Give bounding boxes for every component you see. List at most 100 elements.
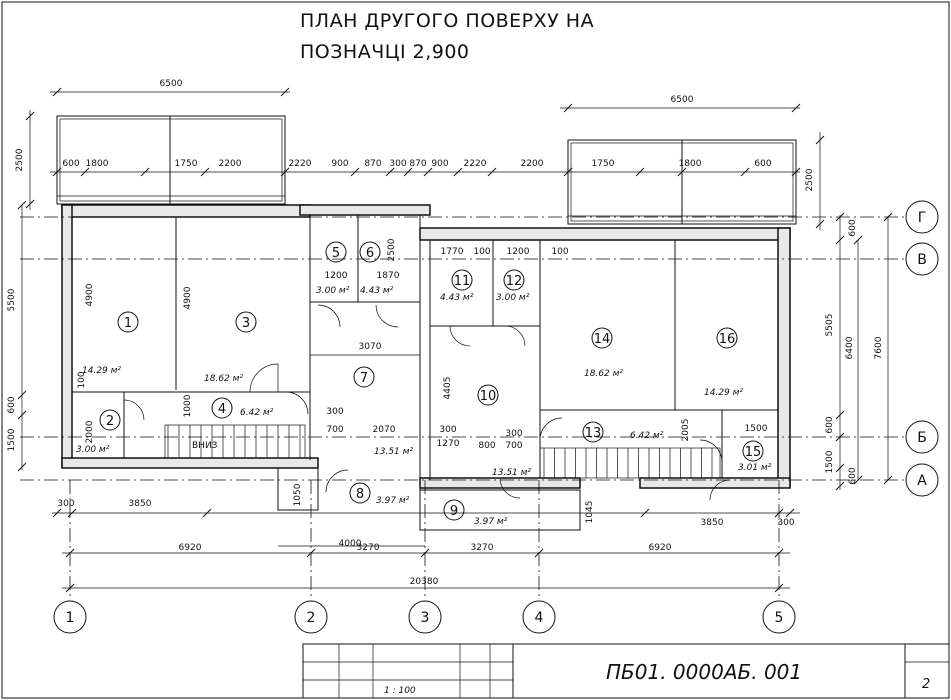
dim-inner-25: 1045: [585, 501, 595, 524]
dim-right-6400: 6400: [845, 336, 855, 359]
room-1-area: 14.29 м²: [82, 366, 121, 376]
room-1-marker: [117, 311, 139, 333]
room-16-area: 14.29 м²: [704, 388, 743, 398]
room-12-number: 12: [506, 274, 523, 289]
dim-inner-8: 100: [551, 247, 568, 257]
dim-bottom-6920-right: 6920: [649, 543, 672, 553]
room-15-marker: [742, 440, 764, 462]
balcony-right: [567, 139, 797, 225]
room-2-marker: [99, 409, 121, 431]
dim-top-left-balcony: 6500: [160, 79, 183, 89]
axis-label-3: 3: [421, 610, 430, 626]
dim-top-chain-9: 900: [431, 159, 448, 169]
dim-inner-5: 1770: [441, 247, 464, 257]
room-10-marker: [477, 384, 499, 406]
room-6-area: 4.43 м²: [360, 286, 394, 296]
title-line-1: ПЛАН ДРУГОГО ПОВЕРХУ НА: [300, 10, 594, 32]
doors: [123, 304, 731, 501]
dim-inner-19: 800: [478, 441, 495, 451]
dim-top-chain-3: 2200: [219, 159, 242, 169]
axis-bubble-А: [905, 463, 939, 497]
room-10-area: 13.51 м²: [492, 468, 531, 478]
stamp-sheet: 2: [922, 677, 930, 692]
dim-inner-0: 4900: [85, 283, 95, 306]
axis-label-4: 4: [535, 610, 544, 626]
dim-bottom-3270-left: 3270: [357, 543, 380, 553]
dim-right-600c: 600: [848, 467, 858, 484]
room-13-number: 13: [585, 426, 602, 441]
dim-bottom-300-left: 300: [57, 499, 74, 509]
dim-right-1500: 1500: [825, 450, 835, 473]
room-8-number: 8: [356, 487, 364, 502]
title-block: ПБ01. 0000АБ. 001 1 : 100 2: [302, 643, 950, 699]
interior-walls: [72, 215, 778, 531]
room-4-area: 6.42 м²: [240, 408, 274, 418]
dim-inner-22: 2005: [681, 419, 691, 442]
room-16-number: 16: [719, 332, 736, 347]
dim-inner-1: 4900: [183, 286, 193, 309]
dim-inner-20: 300: [505, 429, 522, 439]
room-9-marker: [443, 499, 465, 521]
outer-walls: [61, 204, 791, 489]
room-12-marker: [503, 269, 525, 291]
axis-label-1: 1: [66, 610, 75, 626]
dim-inner-6: 100: [473, 247, 490, 257]
room-14-marker: [591, 327, 613, 349]
room-7-area: 13.51 м²: [374, 447, 413, 457]
dim-bottom-6920-left: 6920: [179, 543, 202, 553]
axis-label-В: В: [917, 252, 927, 268]
room-7-marker: [353, 366, 375, 388]
stamp-code: ПБ01. 0000АБ. 001: [606, 660, 802, 684]
room-4-marker: [211, 397, 233, 419]
room-8-area: 3.97 м²: [376, 496, 410, 506]
dim-top-chain-7: 300: [389, 159, 406, 169]
dim-bottom-3270-right: 3270: [471, 543, 494, 553]
room-13-marker: [582, 421, 604, 443]
dim-inner-12: 100: [77, 371, 87, 388]
dim-top-chain-4: 2220: [289, 159, 312, 169]
dim-inner-2: 1200: [325, 271, 348, 281]
stamp-scale: 1 : 100: [384, 686, 416, 696]
room-14-number: 14: [594, 332, 611, 347]
axis-bubble-В: [905, 242, 939, 276]
axis-bubble-3: [408, 600, 442, 634]
dim-inner-17: 300: [439, 425, 456, 435]
dim-left-600: 600: [7, 396, 17, 413]
dim-inner-13: 2000: [85, 420, 95, 443]
room-4-number: 4: [218, 402, 226, 417]
dim-inner-18: 1270: [437, 439, 460, 449]
dim-inner-15: 700: [326, 425, 343, 435]
dim-top-chain-1: 1800: [86, 159, 109, 169]
room-6-number: 6: [366, 246, 374, 261]
room-2-number: 2: [106, 414, 114, 429]
dim-inner-7: 1200: [507, 247, 530, 257]
stair-left: [164, 424, 306, 459]
dim-inner-11: 1000: [183, 394, 193, 417]
dim-inner-21: 700: [505, 441, 522, 451]
room-5-number: 5: [332, 246, 340, 261]
room-3-area: 18.62 м²: [204, 374, 243, 384]
dim-top-chain-0: 600: [62, 159, 79, 169]
dim-right-5505: 5505: [825, 314, 835, 337]
dim-inner-16: 2070: [373, 425, 396, 435]
dim-right-600a: 600: [848, 219, 858, 236]
room-10-number: 10: [480, 389, 497, 404]
room-3-marker: [235, 311, 257, 333]
dim-top-chain-10: 2220: [464, 159, 487, 169]
axis-label-Б: Б: [917, 430, 927, 446]
axis-label-А: А: [917, 473, 927, 489]
axis-bubble-5: [762, 600, 796, 634]
dim-inner-14: 300: [326, 407, 343, 417]
axis-label-Г: Г: [918, 210, 927, 226]
balcony-left: [56, 115, 286, 205]
dim-top-right-balcony: 6500: [671, 95, 694, 105]
dim-top-chain-13: 1800: [679, 159, 702, 169]
room-11-area: 4.43 м²: [440, 293, 474, 303]
stair-right: [539, 447, 721, 479]
dim-top-chain-8: 870: [409, 159, 426, 169]
axis-bubble-4: [522, 600, 556, 634]
